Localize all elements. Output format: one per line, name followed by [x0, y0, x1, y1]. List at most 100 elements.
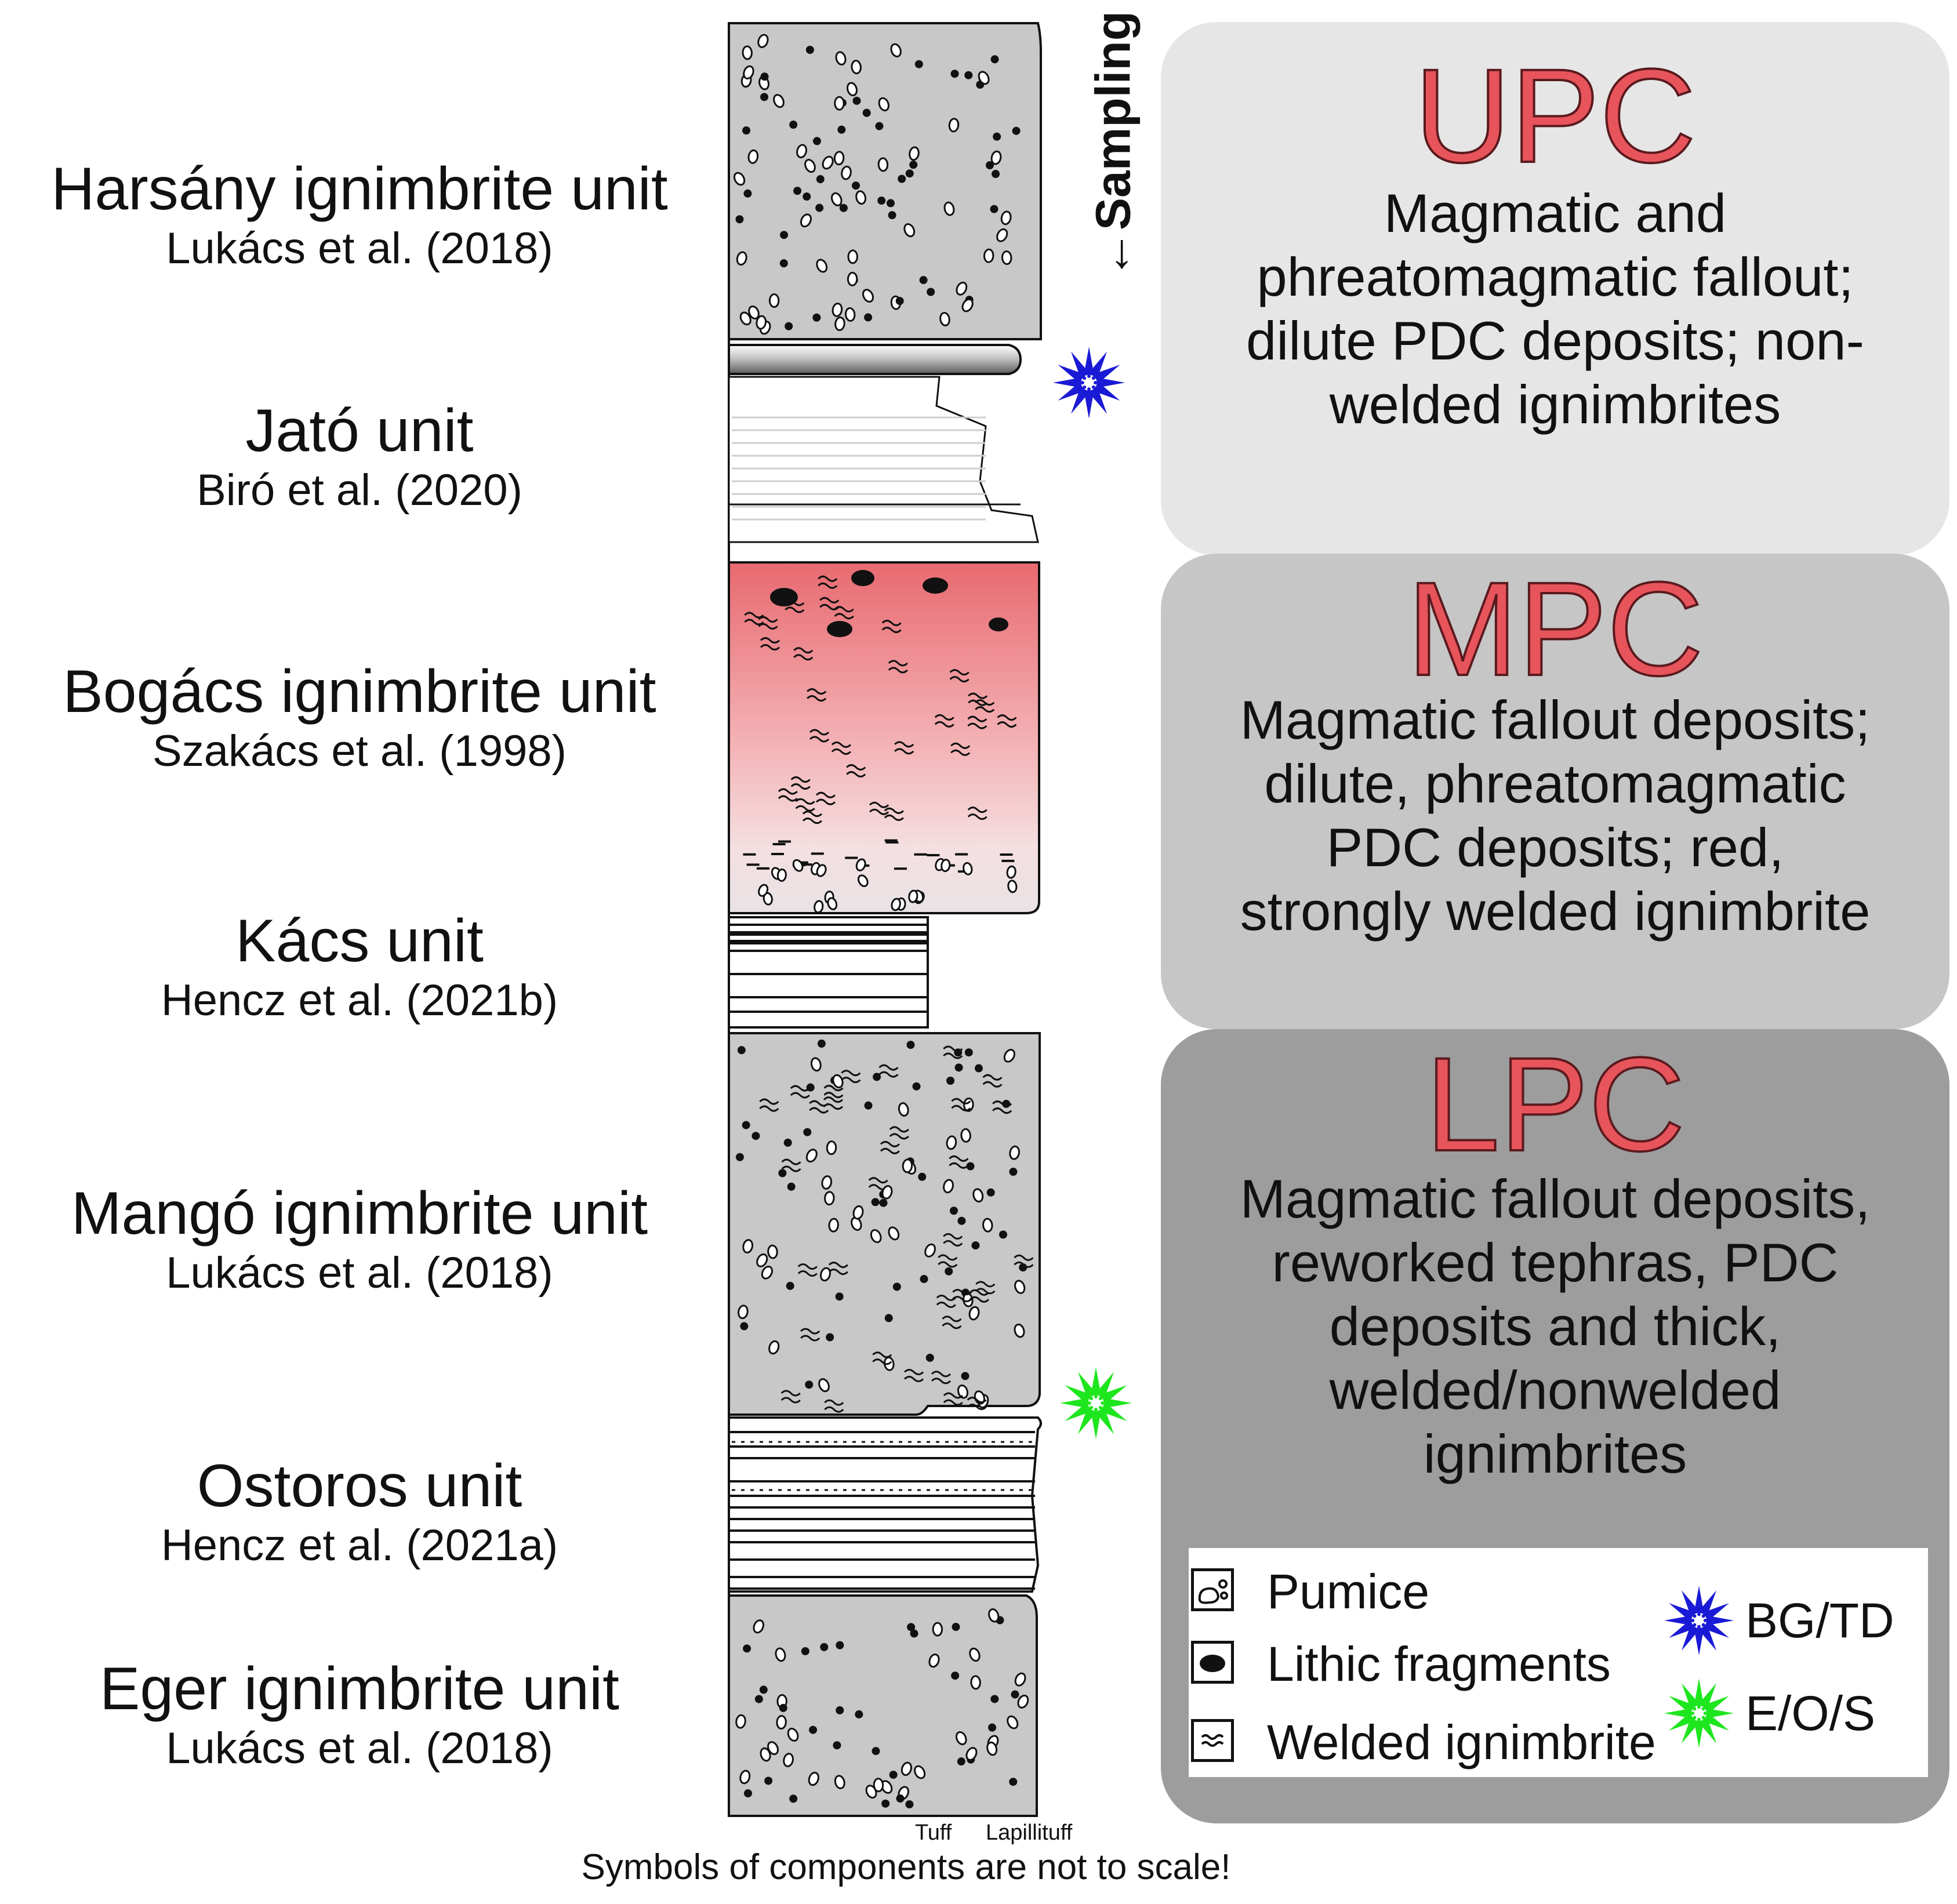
pumice-clast	[855, 190, 867, 205]
desc-line: welded/nonwelded	[1329, 1360, 1781, 1420]
unit-name: Kács unit	[235, 907, 484, 975]
unit-name: Harsány ignimbrite unit	[51, 155, 668, 223]
welding-fabric	[758, 616, 778, 630]
welding-fabric	[760, 637, 780, 651]
lithic-clast	[964, 71, 973, 79]
pumice-clast	[832, 1074, 844, 1089]
lithic-clast	[946, 1077, 955, 1085]
welding-fabric	[800, 1328, 820, 1342]
lithic-clast	[927, 288, 935, 296]
lithic-clast	[793, 187, 802, 195]
desc-line: phreatomagmatic fallout;	[1257, 246, 1854, 307]
welding-fabric	[934, 714, 954, 728]
star-dot	[1697, 1717, 1701, 1721]
lithic-fragment-icon	[1191, 1641, 1234, 1684]
desc-line: dilute, phreatomagmatic	[1264, 753, 1846, 814]
axis-tick-tuff: Tuff	[915, 1821, 952, 1845]
pumice-clast	[1001, 250, 1012, 265]
pumice-clast	[908, 889, 918, 903]
welding-fabric	[818, 575, 838, 589]
unit-name: Eger ignimbrite unit	[100, 1655, 619, 1723]
welding-fabric	[797, 1263, 818, 1277]
pumice-clast	[888, 1226, 900, 1241]
pumice-clast	[963, 862, 973, 875]
welding-fabric	[969, 1289, 990, 1303]
lithic-clast	[879, 1198, 888, 1207]
pumice-clast	[955, 1731, 967, 1746]
lithic-clast	[1009, 1778, 1018, 1786]
welding-fabric	[942, 1316, 962, 1329]
pumice-clast	[831, 192, 843, 206]
pumice-clast	[1014, 1672, 1026, 1687]
lithic-clast	[803, 1128, 812, 1136]
pumice-clast	[767, 1244, 778, 1259]
star-dot	[1693, 1716, 1697, 1720]
lithic-clast	[754, 1695, 763, 1703]
pumice-clast	[816, 259, 828, 273]
lithic-clast	[740, 1322, 749, 1331]
unit-label-bogacs: Bogács ignimbrite unit Szakács et al. (1…	[0, 658, 719, 777]
pumice-clast	[847, 271, 858, 286]
star-dot	[1701, 1716, 1705, 1720]
lithic-clast	[742, 126, 751, 135]
welded-ignimbrite-icon	[1191, 1719, 1234, 1762]
welding-fabric	[997, 714, 1017, 728]
pumice-clast	[972, 1188, 984, 1203]
pumice-clast	[996, 228, 1008, 242]
pumice-clast	[826, 1140, 837, 1156]
desc-line: Magmatic fallout deposits;	[1240, 689, 1871, 750]
welding-fabric	[824, 1399, 844, 1413]
pumice-clast	[851, 60, 862, 75]
pumice-clast	[760, 1747, 771, 1762]
lithic-clast	[862, 108, 871, 117]
desc-line: PDC deposits; red,	[1326, 817, 1784, 878]
welding-fabric	[809, 729, 830, 743]
lithic-clast	[855, 1710, 863, 1718]
lithic-block	[827, 621, 852, 637]
pumice-clast	[857, 874, 869, 887]
welding-fabric	[807, 688, 827, 702]
unit-name: Bogács ignimbrite unit	[63, 658, 656, 725]
pumice-clast	[903, 223, 916, 238]
pumice-clast	[733, 172, 746, 186]
pumice-clast	[965, 1747, 978, 1761]
pumice-clast	[805, 1149, 818, 1163]
welding-fabric	[889, 1126, 909, 1140]
welding-fabric	[967, 1397, 987, 1411]
lithic-clast	[803, 192, 811, 201]
unit-label-kacs: Kács unit Hencz et al. (2021b)	[0, 907, 719, 1027]
pumice-clast	[878, 97, 889, 112]
pumice-clast	[1003, 1049, 1015, 1063]
pumice-clast	[747, 149, 759, 164]
pumice-clast	[844, 307, 856, 322]
lithic-clast	[833, 1741, 841, 1750]
lithic-clast	[779, 259, 788, 268]
lithic-clast	[812, 137, 821, 146]
lithic-clast	[877, 197, 886, 205]
lithic-clast	[912, 1082, 921, 1091]
welding-fabric	[951, 1098, 971, 1111]
lithic-clast	[783, 1138, 792, 1147]
lithic-clast	[920, 1275, 928, 1284]
lithic-clast	[778, 1169, 787, 1178]
blue-star-icon	[1053, 347, 1125, 419]
lithic-clast	[892, 1282, 901, 1291]
pumice-clast	[1007, 880, 1018, 893]
welding-fabric	[778, 788, 798, 802]
lithic-clast	[925, 1353, 934, 1362]
pumice-clast	[968, 1306, 980, 1321]
pumice-clast	[776, 1715, 787, 1730]
lithic-clast	[909, 161, 918, 169]
pumice-clast	[943, 1179, 954, 1194]
desc-line: strongly welded ignimbrite	[1240, 881, 1871, 942]
lithic-clast	[812, 313, 821, 322]
lithic-clast	[871, 1198, 880, 1207]
pumice-clast	[852, 1205, 864, 1220]
pumice-clast	[736, 251, 747, 266]
welding-fabric	[975, 1281, 996, 1295]
welding-fabric	[903, 1368, 924, 1382]
pumice-clast	[1017, 1694, 1029, 1709]
lithic-clast	[743, 189, 752, 198]
phase-code: LPC	[1424, 1030, 1686, 1179]
